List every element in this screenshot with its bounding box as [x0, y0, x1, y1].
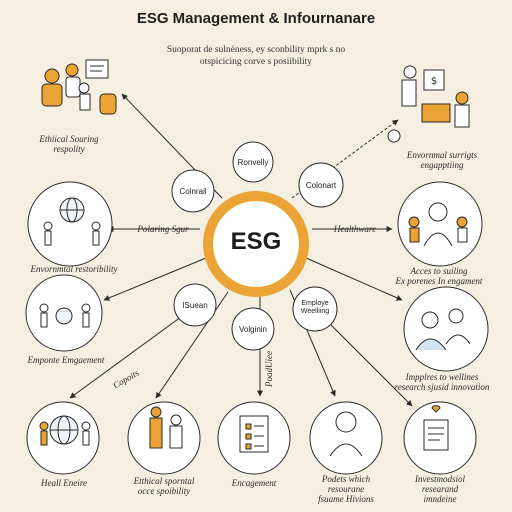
caption-lower-left: Emponte Emgaement	[27, 355, 105, 365]
node-lower-mid-label: Volginin	[238, 325, 268, 334]
arrow-b2	[155, 291, 229, 399]
arrow-mid-right	[305, 257, 403, 301]
checklist-icon	[239, 415, 269, 453]
arrow-label-lower-mid: PoadUiee	[264, 351, 274, 387]
node-lower-left	[173, 283, 217, 327]
node-lower-left-label: ISuean	[182, 301, 208, 310]
panel-b4	[309, 401, 383, 475]
caption-bottom-1: Heall Eneire	[41, 478, 87, 488]
node-lower-right	[292, 286, 338, 332]
globe-icon	[49, 197, 85, 445]
arrow-lower-left	[69, 305, 197, 399]
team-icon	[41, 59, 117, 115]
panel-mr	[397, 181, 483, 267]
node-upper-left	[171, 169, 215, 213]
family-icon	[408, 202, 468, 247]
clipboard-icon	[423, 405, 449, 451]
person-icon	[39, 221, 363, 457]
chart-icon	[149, 406, 183, 449]
node-upper-right	[298, 162, 344, 208]
node-top	[232, 141, 274, 183]
arrow-label-right: Healthware	[333, 224, 377, 234]
money-icon: $	[387, 65, 470, 143]
caption-bottom-3: Encagement	[231, 478, 277, 488]
node-upper-left-label: Colnrail	[179, 187, 207, 196]
panel-lr	[403, 286, 489, 372]
svg-text:$: $	[431, 76, 437, 87]
arrow-mid-left	[103, 257, 207, 301]
center-label: ESG	[230, 228, 282, 255]
satellite-nodes	[171, 141, 344, 351]
care-icon	[415, 308, 471, 351]
node-top-label: Ronvelly	[237, 158, 269, 167]
center-ring	[203, 191, 309, 297]
panel-b2	[127, 401, 201, 475]
subtitle-line-1: Suoporat de sulnéness, ey sconbility mpr…	[166, 45, 346, 55]
node-lower-right-label: Employe Weelliing	[300, 300, 330, 315]
arrow-label-left: Polaring Sgur	[137, 224, 189, 234]
subtitle-line-2: otspicicing corve s posiibility	[199, 57, 313, 67]
node-lower-mid	[231, 307, 275, 351]
caption-mid-left: Envornmtal restoribility	[30, 264, 118, 274]
page-title: ESG Management & Infournanare	[136, 10, 376, 27]
node-upper-right-label: Colonart	[305, 181, 337, 190]
